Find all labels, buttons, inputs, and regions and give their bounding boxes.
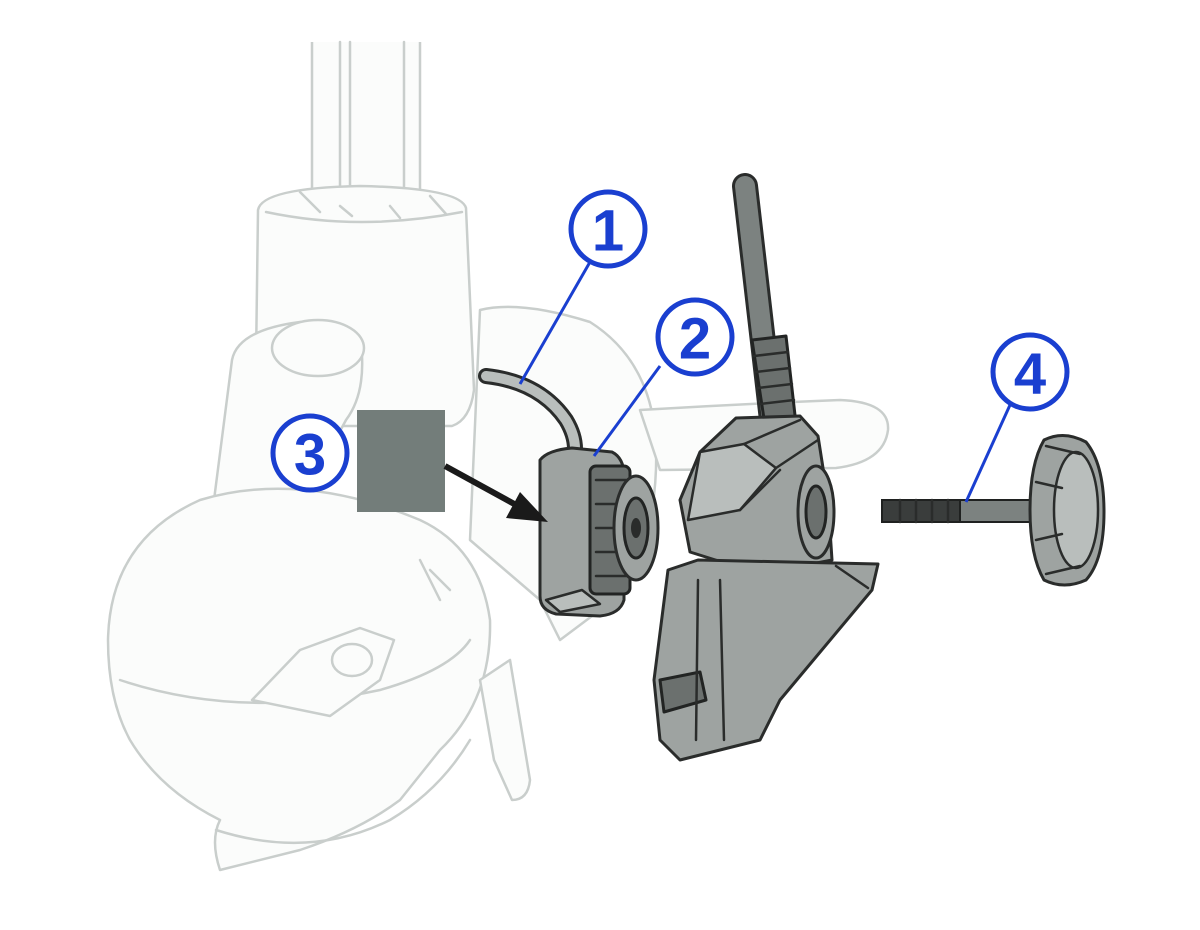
svg-text:2: 2 xyxy=(679,307,711,372)
callout-3: 3 xyxy=(270,413,350,493)
leader-line-1 xyxy=(518,261,592,385)
arrow xyxy=(443,463,548,522)
callout-2: 2 xyxy=(655,297,735,377)
thumbscrew-knob xyxy=(881,434,1106,587)
leader-line-2 xyxy=(592,365,662,457)
transducer xyxy=(652,173,880,762)
transducer-mount-adapter xyxy=(538,446,660,618)
zip-tie xyxy=(478,368,583,466)
redaction-box xyxy=(357,410,445,512)
leader-line-4 xyxy=(964,404,1012,503)
callout-1: 1 xyxy=(568,189,648,269)
callout-4: 4 xyxy=(990,332,1070,412)
svg-text:1: 1 xyxy=(592,199,624,264)
svg-text:4: 4 xyxy=(1014,342,1046,407)
svg-text:3: 3 xyxy=(294,423,326,488)
